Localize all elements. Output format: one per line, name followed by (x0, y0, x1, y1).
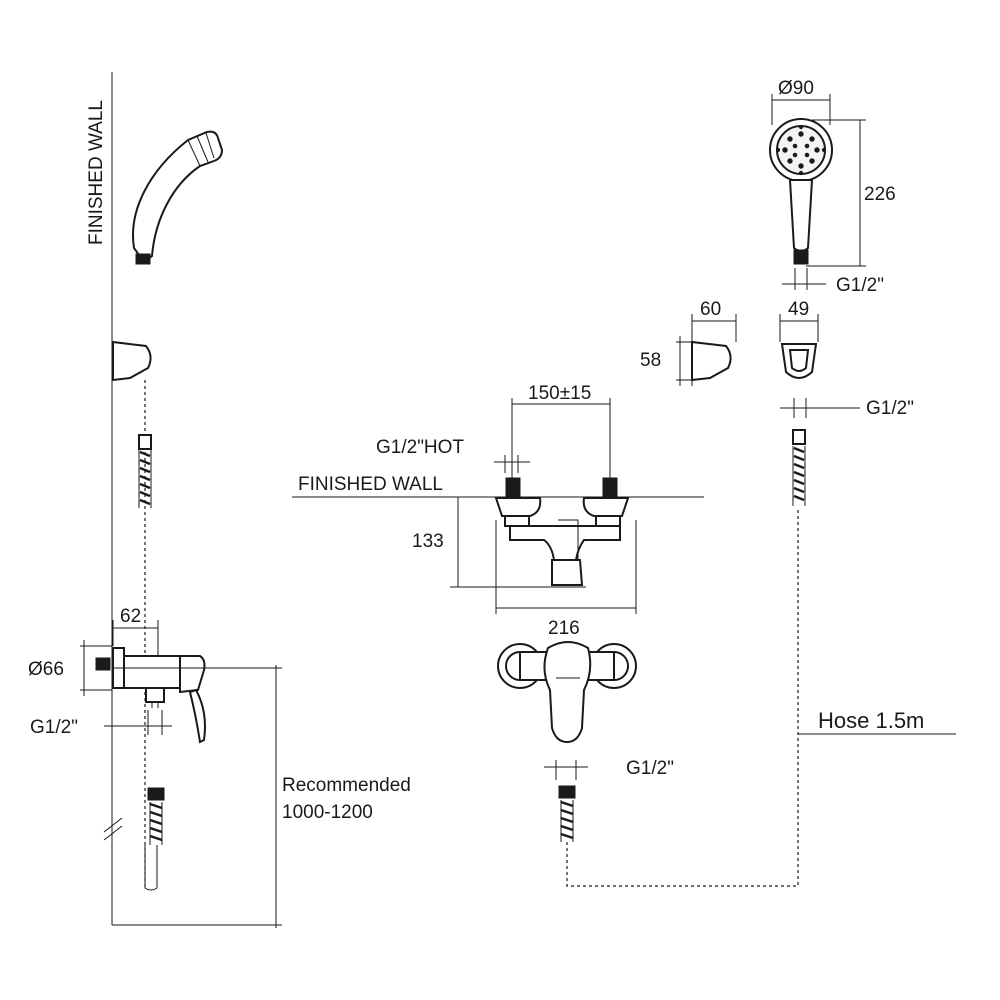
bracket-depth-label: 60 (700, 299, 721, 320)
mixer-views: FINISHED WALL 150±15 G1/2"HOT (292, 383, 799, 887)
finished-wall-label-front: FINISHED WALL (298, 474, 443, 495)
handshower-front-icon (769, 118, 833, 265)
front-outlet-thread-label: G1/2" (626, 758, 674, 779)
front-hose-connector (558, 785, 576, 842)
bracket-width-label: 49 (788, 299, 809, 320)
front-outlet-thread-dim: G1/2" (544, 758, 674, 780)
mixer-width-label: 216 (548, 618, 580, 639)
finished-wall-label-side: FINISHED WALL (86, 100, 107, 245)
hose-label-leader: Hose 1.5m (798, 708, 956, 735)
side-outlet-thread-dim: G1/2" (30, 710, 172, 738)
depth-62-label: 62 (120, 606, 141, 627)
handshower-views: Ø90 226 (640, 78, 956, 735)
bracket-side-view: 60 58 (640, 299, 737, 386)
hot-inlet-thread-dim: G1/2"HOT (376, 437, 530, 473)
side-upper-hose-connector (138, 434, 152, 508)
bracket-thread-dim: G1/2" (780, 398, 914, 419)
bracket-thread-label: G1/2" (866, 398, 914, 419)
mixer-top-view (494, 477, 630, 586)
mixer-width-dimension: 216 (495, 520, 637, 639)
hose-length-label: Hose 1.5m (818, 708, 924, 733)
side-mixer-body (95, 647, 206, 744)
bracket-height-label: 58 (640, 350, 661, 371)
handshower-thread-label: G1/2" (836, 275, 884, 296)
side-lower-hose-connector (144, 787, 165, 891)
handshower-thread-dim: G1/2" (782, 268, 884, 296)
hose-route (566, 508, 799, 887)
depth-dimension-62: 62 (112, 606, 159, 656)
mixer-depth-dimension: 133 (412, 497, 586, 588)
side-handshower-icon (132, 130, 224, 265)
inlet-spacing-dimension: 150±15 (511, 383, 611, 490)
escutcheon-diameter-label: Ø66 (28, 659, 64, 680)
side-view: FINISHED WALL (28, 72, 411, 928)
hot-inlet-label: G1/2"HOT (376, 437, 464, 458)
mixer-depth-label: 133 (412, 531, 444, 552)
recommended-label-line1: Recommended (282, 775, 411, 796)
wall-break-symbol (103, 817, 123, 841)
side-outlet-thread-label: G1/2" (30, 717, 78, 738)
handshower-length-dimension: 226 (806, 119, 896, 267)
head-diameter-label: Ø90 (778, 78, 814, 99)
recommended-label-line2: 1000-1200 (282, 802, 373, 823)
recommended-height-dimension: Recommended 1000-1200 (112, 665, 411, 928)
escutcheon-dimension: Ø66 (28, 640, 112, 696)
side-bracket-icon (112, 340, 152, 382)
head-diameter-dimension: Ø90 (771, 78, 831, 125)
inlet-spacing-label: 150±15 (528, 383, 591, 404)
mixer-front-view (497, 641, 637, 744)
bracket-front-view: 49 (779, 299, 819, 379)
right-hose-connector (792, 429, 806, 506)
handshower-length-label: 226 (864, 184, 896, 205)
